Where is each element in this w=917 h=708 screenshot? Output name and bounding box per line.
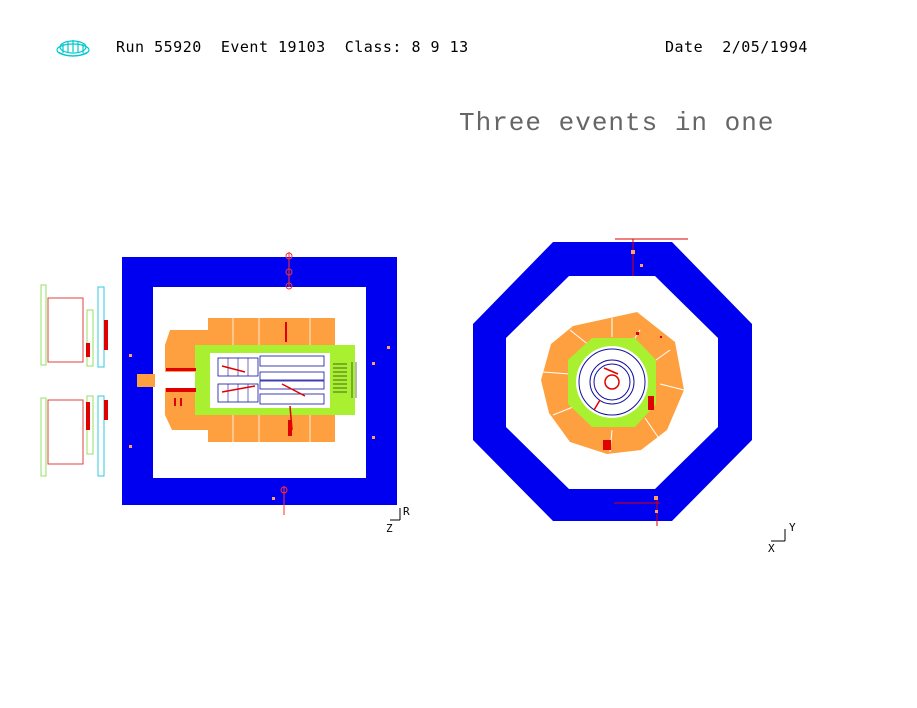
end-calo-hits <box>603 332 662 450</box>
date-info: Date 2/05/1994 <box>665 38 808 56</box>
run-number: 55920 <box>154 38 202 56</box>
side-em-calorimeter <box>195 345 355 415</box>
event-label: Event <box>220 38 269 56</box>
side-forward-stack <box>333 362 357 398</box>
side-tracks <box>221 365 306 431</box>
end-axis-x-label: X <box>768 542 775 555</box>
end-muon-hits <box>614 238 688 526</box>
end-muon-dots <box>631 250 658 513</box>
experiment-logo-icon <box>56 40 90 57</box>
side-forward-detectors <box>40 284 105 477</box>
end-beam-pipe <box>604 374 620 390</box>
side-muon-frame <box>122 257 397 505</box>
end-view: Y X <box>473 238 796 555</box>
side-muon-dots <box>129 346 390 500</box>
end-inner-region <box>576 346 648 418</box>
page-title: Three events in one <box>459 108 775 138</box>
class-label: Class: <box>344 38 402 56</box>
run-label: Run <box>116 38 145 56</box>
side-axis-z-label: Z <box>386 522 393 535</box>
side-axis-r-label: R <box>403 505 410 518</box>
side-tracker-lines <box>227 358 249 402</box>
end-tracks <box>593 367 619 411</box>
side-axis <box>390 508 401 521</box>
event-number: 19103 <box>278 38 326 56</box>
end-axis <box>771 529 786 542</box>
side-top-hits <box>280 252 293 515</box>
end-axis-y-label: Y <box>789 521 796 534</box>
class-values: 8 9 13 <box>411 38 469 56</box>
date-label: Date <box>665 38 704 56</box>
side-hcal-segments <box>232 318 311 442</box>
side-calo-hits <box>166 322 292 436</box>
side-view: R Z <box>40 252 410 535</box>
run-info: Run 55920 Event 19103 Class: 8 9 13 <box>116 38 469 56</box>
date-value: 2/05/1994 <box>722 38 808 56</box>
end-tracker-rings <box>578 348 646 416</box>
side-forward-hits <box>86 320 108 430</box>
side-inner-tracker <box>217 355 325 405</box>
